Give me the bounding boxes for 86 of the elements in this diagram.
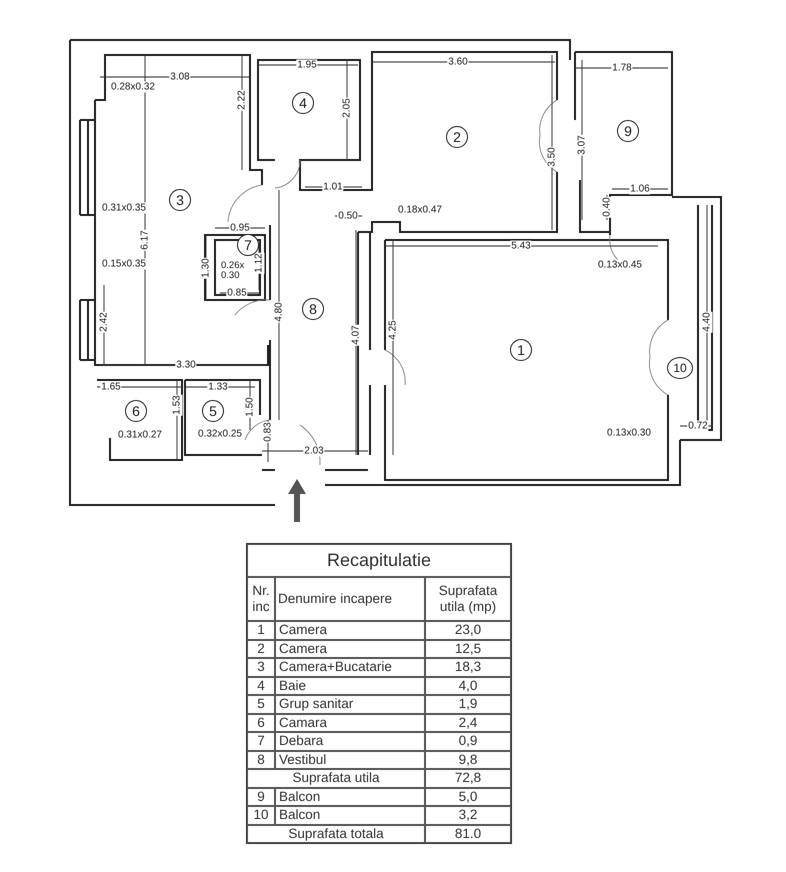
- dimension-label: 1.30: [200, 257, 212, 279]
- dimension-label: 1.01: [322, 182, 344, 192]
- dimension-label: 0.31x0.27: [117, 430, 163, 440]
- table-cell: Debara: [275, 732, 425, 750]
- dimension-label: 2.22: [236, 89, 248, 111]
- dimension-label: 2.03: [303, 446, 325, 456]
- table-cell: 3: [247, 658, 275, 676]
- dimension-label: 0.31x0.35: [101, 202, 147, 214]
- table-header-cell: Suprafata utila (mp): [425, 577, 511, 621]
- room-number: 10: [667, 357, 693, 379]
- room-number: 4: [292, 92, 314, 114]
- dimension-label: 0.32x0.25: [197, 428, 243, 440]
- dimension-label: 3.50: [546, 146, 558, 168]
- dimension-label: 0.72: [687, 420, 709, 432]
- dimension-label: 1.95: [296, 60, 318, 70]
- room-number: 3: [169, 189, 191, 211]
- room-number: 5: [202, 400, 224, 422]
- dimension-label: 4.07: [350, 324, 362, 346]
- table-cell: Camara: [275, 714, 425, 732]
- table-cell: 0,9: [425, 732, 511, 750]
- dimension-label: 0.28x0.32: [110, 82, 156, 92]
- table-cell: Grup sanitar: [275, 695, 425, 714]
- room-number: 9: [617, 120, 639, 142]
- table-cell: 5: [247, 695, 275, 714]
- dimension-label: 4.80: [274, 301, 284, 323]
- table-title: Recapitulatie: [247, 544, 511, 577]
- dimension-label: 1.12: [254, 252, 264, 274]
- table-cell: 10: [247, 806, 275, 824]
- dimension-label: 0.13x0.45: [597, 260, 643, 270]
- room-number: 2: [446, 126, 468, 148]
- dimension-label: 1.50: [244, 396, 256, 418]
- table-cell: 5,0: [425, 788, 511, 806]
- dimension-label: 2.05: [342, 97, 352, 119]
- table-cell: Camera: [275, 621, 425, 640]
- table-cell: Baie: [275, 676, 425, 695]
- table-cell: Camera: [275, 640, 425, 658]
- table-cell: 9,8: [425, 750, 511, 769]
- dimension-label: 3.60: [447, 56, 469, 68]
- table-cell: 1: [247, 621, 275, 640]
- dimension-label: 0.15x0.35: [101, 258, 147, 270]
- dimension-label: 0.95: [229, 222, 251, 234]
- table-header-cell: Denumire incapere: [275, 577, 425, 621]
- dimension-label: 1.06: [629, 184, 651, 194]
- table-cell: 2: [247, 640, 275, 658]
- dimension-label: 0.40: [602, 196, 612, 218]
- table-cell: 2,4: [425, 714, 511, 732]
- table-cell: Suprafata utila: [247, 769, 425, 788]
- dimension-label: 1.65: [100, 382, 122, 392]
- dimension-label: 0.83: [262, 421, 274, 443]
- table-cell: 8: [247, 750, 275, 769]
- dimension-label: 3.08: [169, 72, 191, 82]
- table-cell: 1,9: [425, 695, 511, 714]
- table-cell: Camera+Bucatarie: [275, 658, 425, 676]
- dimension-label: 3.07: [576, 134, 588, 156]
- table-cell: 23,0: [425, 621, 511, 640]
- table-cell: 4,0: [425, 676, 511, 695]
- dimension-label: 0.18x0.47: [397, 204, 443, 216]
- dimension-label: 0.50: [337, 210, 359, 222]
- table-cell: Vestibul: [275, 750, 425, 769]
- table-cell: 3,2: [425, 806, 511, 824]
- table-cell: Balcon: [275, 788, 425, 806]
- room-number: 6: [125, 400, 147, 422]
- dimension-label: 4.40: [702, 311, 712, 333]
- table-header-cell: Nr. inc: [247, 577, 275, 621]
- dimension-label: 4.25: [388, 319, 398, 341]
- room-number: 1: [510, 339, 532, 361]
- table-cell: 12,5: [425, 640, 511, 658]
- dimension-label: 0.85: [226, 288, 248, 298]
- dimension-label: 0.13x0.30: [606, 428, 652, 438]
- table-cell: 6: [247, 714, 275, 732]
- table-cell: Balcon: [275, 806, 425, 824]
- dimension-label: 1.53: [172, 394, 182, 416]
- dimension-label: 1.78: [611, 62, 633, 74]
- table-cell: 18,3: [425, 658, 511, 676]
- table-cell: 4: [247, 676, 275, 695]
- table-cell: Suprafata totala: [247, 824, 425, 843]
- room-number: 8: [302, 298, 324, 320]
- dimension-label: 1.33: [207, 382, 229, 392]
- dimension-label: 6.17: [140, 229, 150, 251]
- dimension-label: 2.42: [98, 311, 110, 333]
- dimension-label: 3.30: [175, 360, 197, 370]
- table-cell: 72,8: [425, 769, 511, 788]
- table-cell: 81.0: [425, 824, 511, 843]
- dimension-label: 5.43: [510, 240, 532, 252]
- table-cell: 7: [247, 732, 275, 750]
- table-cell: 9: [247, 788, 275, 806]
